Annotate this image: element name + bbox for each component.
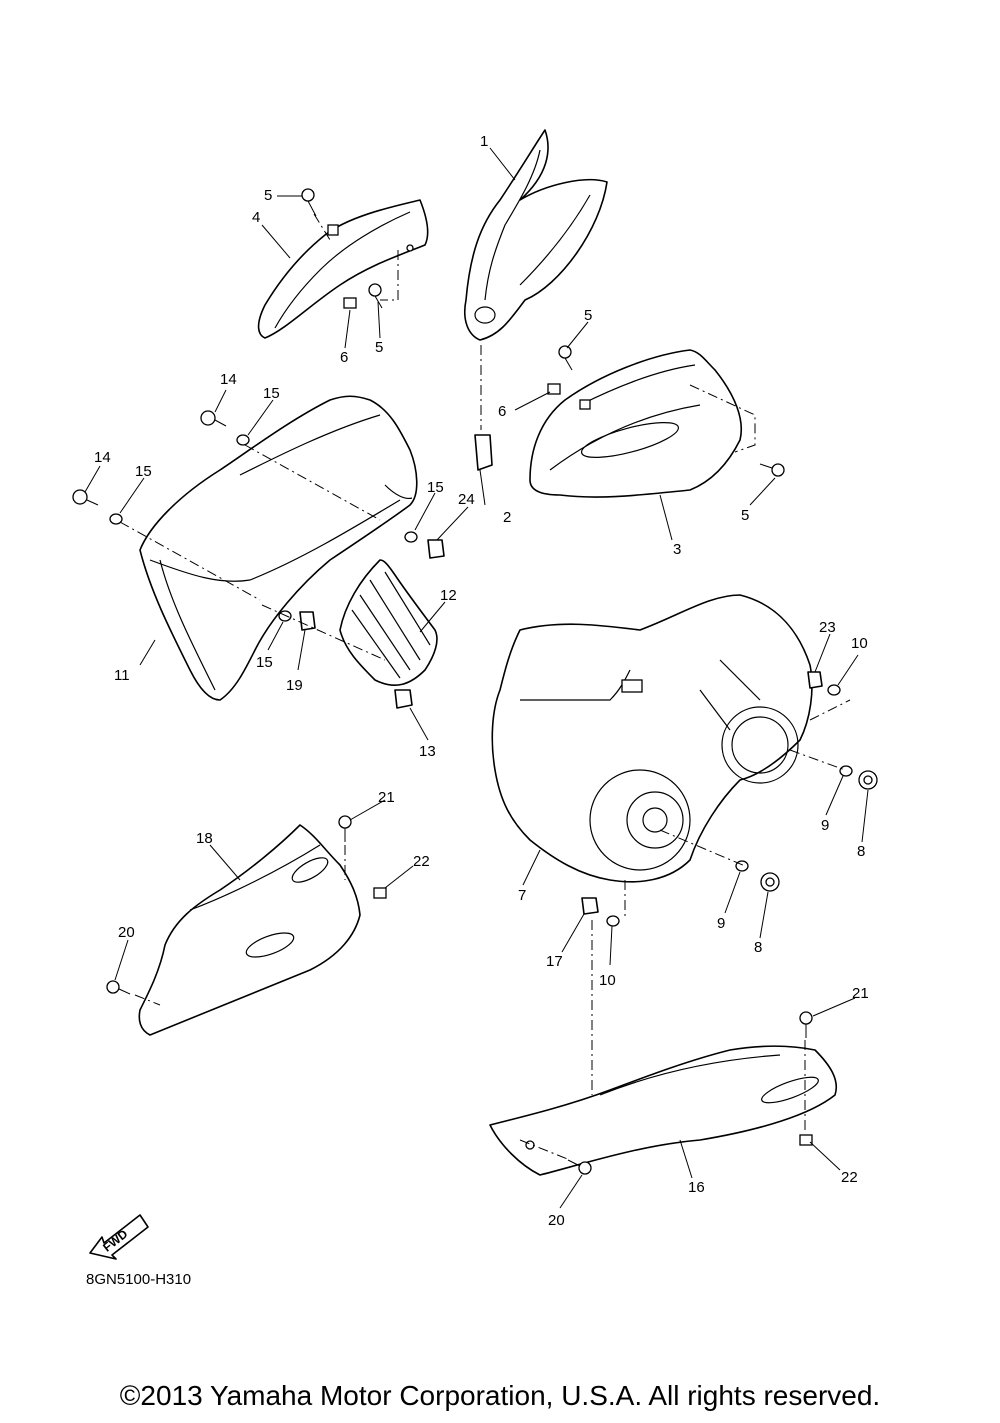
callout-8-a: 8 bbox=[857, 843, 865, 860]
part-7-engine-cover bbox=[491, 594, 813, 883]
part-19-clip bbox=[299, 611, 316, 631]
washer-15-c bbox=[404, 531, 418, 543]
callout-21-b: 21 bbox=[852, 985, 869, 1002]
callout-15-a: 15 bbox=[263, 385, 280, 402]
copyright-notice: ©2013 Yamaha Motor Corporation, U.S.A. A… bbox=[119, 1380, 881, 1411]
callout-13: 13 bbox=[419, 743, 436, 760]
bolt-5-b bbox=[368, 283, 383, 309]
fwd-arrow-icon: FWD bbox=[89, 1214, 149, 1260]
callout-16: 16 bbox=[688, 1179, 705, 1196]
part-6-nut-a bbox=[343, 297, 357, 309]
callout-9-b: 9 bbox=[717, 915, 725, 932]
part-4-side-cover bbox=[257, 199, 429, 339]
bolt-14-b bbox=[72, 489, 99, 506]
bolt-8-a bbox=[858, 770, 878, 790]
bolt-21-b bbox=[799, 1011, 813, 1038]
part-24-clip bbox=[427, 539, 445, 559]
callout-14-b: 14 bbox=[94, 449, 111, 466]
part-2-bracket bbox=[474, 434, 493, 471]
callout-5-b: 5 bbox=[375, 339, 383, 356]
part-1-front-cowl bbox=[464, 129, 608, 341]
callout-18: 18 bbox=[196, 830, 213, 847]
part-code: 8GN5100-H310 bbox=[86, 1271, 192, 1288]
leader-lines bbox=[84, 147, 869, 1209]
callout-17: 17 bbox=[546, 953, 563, 970]
callout-15-b: 15 bbox=[135, 463, 152, 480]
callout-11: 11 bbox=[114, 667, 130, 684]
part-6-nut-b bbox=[547, 383, 561, 395]
callout-15-c: 15 bbox=[427, 479, 444, 496]
callout-2: 2 bbox=[503, 509, 511, 526]
callout-9-a: 9 bbox=[821, 817, 829, 834]
part-17-clip bbox=[581, 897, 599, 915]
callout-12: 12 bbox=[440, 587, 457, 604]
callout-24: 24 bbox=[458, 491, 475, 508]
callout-21-a: 21 bbox=[378, 789, 395, 806]
part-18-lower-panel bbox=[138, 824, 361, 1036]
bolt-5-c bbox=[558, 345, 573, 371]
part-12-grille bbox=[339, 559, 438, 686]
callout-3: 3 bbox=[673, 541, 681, 558]
washer-9-a bbox=[839, 765, 853, 777]
washer-10-b bbox=[606, 915, 620, 927]
callout-14-a: 14 bbox=[220, 371, 237, 388]
callout-15-d: 15 bbox=[256, 654, 273, 671]
washer-15-b bbox=[109, 513, 123, 525]
bolt-5-a bbox=[301, 188, 317, 217]
callout-1: 1 bbox=[480, 133, 488, 150]
part-3-side-cover bbox=[529, 349, 742, 498]
bolt-5-d bbox=[759, 463, 785, 477]
bolt-20-b bbox=[567, 1159, 592, 1175]
bolt-8-b bbox=[760, 872, 780, 892]
callout-5-d: 5 bbox=[741, 507, 749, 524]
callout-7: 7 bbox=[518, 887, 526, 904]
part-11-front-panel bbox=[139, 395, 418, 701]
callout-22-b: 22 bbox=[841, 1169, 858, 1186]
callout-10-a: 10 bbox=[851, 635, 868, 652]
part-22-nut-b bbox=[799, 1134, 813, 1146]
callout-5-a: 5 bbox=[264, 187, 272, 204]
callout-4: 4 bbox=[252, 209, 260, 226]
part-13-clip bbox=[394, 689, 413, 709]
callout-20-b: 20 bbox=[548, 1212, 565, 1229]
callout-22-a: 22 bbox=[413, 853, 430, 870]
callout-23: 23 bbox=[819, 619, 836, 636]
washer-15-a bbox=[236, 434, 250, 446]
washer-10-a bbox=[827, 684, 841, 696]
bolt-14-a bbox=[200, 410, 227, 427]
callout-6-a: 6 bbox=[340, 349, 348, 366]
callout-8-b: 8 bbox=[754, 939, 762, 956]
callout-labels: 1 2 3 4 5 5 5 5 6 6 7 8 8 9 9 10 10 11 1… bbox=[94, 133, 869, 1229]
assembly-lines bbox=[119, 213, 851, 1161]
bolt-21-a bbox=[338, 815, 352, 842]
part-16-lower-panel bbox=[489, 1045, 837, 1176]
callout-20-a: 20 bbox=[118, 924, 135, 941]
callout-5-c: 5 bbox=[584, 307, 592, 324]
part-22-nut-a bbox=[373, 887, 387, 899]
bolt-20-a bbox=[106, 980, 131, 995]
washer-15-d bbox=[278, 610, 292, 622]
callout-19: 19 bbox=[286, 677, 303, 694]
callout-6-b: 6 bbox=[498, 403, 506, 420]
callout-10-b: 10 bbox=[599, 972, 616, 989]
part-23-clip bbox=[807, 671, 823, 689]
